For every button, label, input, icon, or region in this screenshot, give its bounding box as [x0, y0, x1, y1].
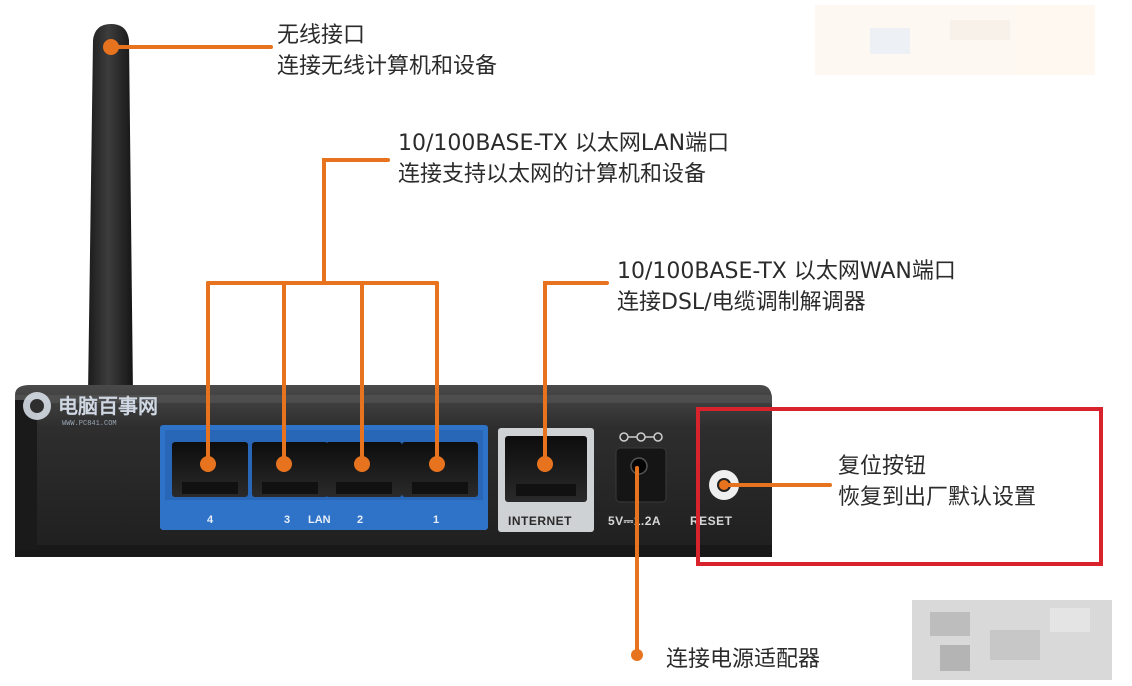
- callout-dots: [103, 39, 729, 661]
- lan-port-number-4: 4: [207, 514, 214, 526]
- watermark-url: WWW.PC841.COM: [62, 420, 117, 428]
- wan-desc: 连接DSL/电缆调制解调器: [617, 290, 866, 315]
- reset-desc: 恢复到出厂默认设置: [838, 485, 1037, 510]
- lan-port-3: [252, 442, 328, 497]
- lan-port-number-1: 1: [433, 514, 439, 526]
- blurred-patch-top: [815, 5, 1095, 75]
- wan-port: INTERNET: [498, 428, 594, 532]
- lan-title: 10/100BASE-TX 以太网LAN端口: [398, 131, 730, 156]
- lan-port-number-3: 3: [284, 514, 290, 526]
- power-annotation: 连接电源适配器: [666, 644, 820, 675]
- lan-label: LAN: [308, 514, 331, 526]
- blurred-patch-bottom: [912, 600, 1112, 680]
- watermark: 电脑百事网 WWW.PC841.COM: [23, 392, 158, 428]
- lan-annotation: 10/100BASE-TX 以太网LAN端口 连接支持以太网的计算机和设备: [398, 128, 729, 190]
- callout-lines: [109, 45, 832, 657]
- wan-title: 10/100BASE-TX 以太网WAN端口: [617, 259, 956, 284]
- polarity-icon: [619, 432, 663, 442]
- antenna: [80, 24, 140, 445]
- reset-label: RESET: [690, 514, 733, 528]
- wireless-desc: 连接无线计算机和设备: [277, 54, 498, 79]
- power-desc: 连接电源适配器: [666, 647, 821, 672]
- wireless-title: 无线接口: [277, 23, 366, 48]
- lan-port-number-2: 2: [357, 514, 363, 526]
- lan-desc: 连接支持以太网的计算机和设备: [398, 162, 707, 187]
- power-label: 5V⎓1.2A: [608, 514, 661, 528]
- wireless-annotation: 无线接口 连接无线计算机和设备: [277, 20, 497, 82]
- reset-title: 复位按钮: [838, 454, 927, 479]
- power-jack: 5V⎓1.2A: [608, 432, 667, 528]
- internet-label: INTERNET: [508, 514, 572, 528]
- reset-annotation: 复位按钮 恢复到出厂默认设置: [838, 451, 1036, 513]
- wan-annotation: 10/100BASE-TX 以太网WAN端口 连接DSL/电缆调制解调器: [617, 256, 956, 318]
- reset-highlight-box: [696, 407, 1103, 566]
- watermark-name: 电脑百事网: [58, 394, 158, 418]
